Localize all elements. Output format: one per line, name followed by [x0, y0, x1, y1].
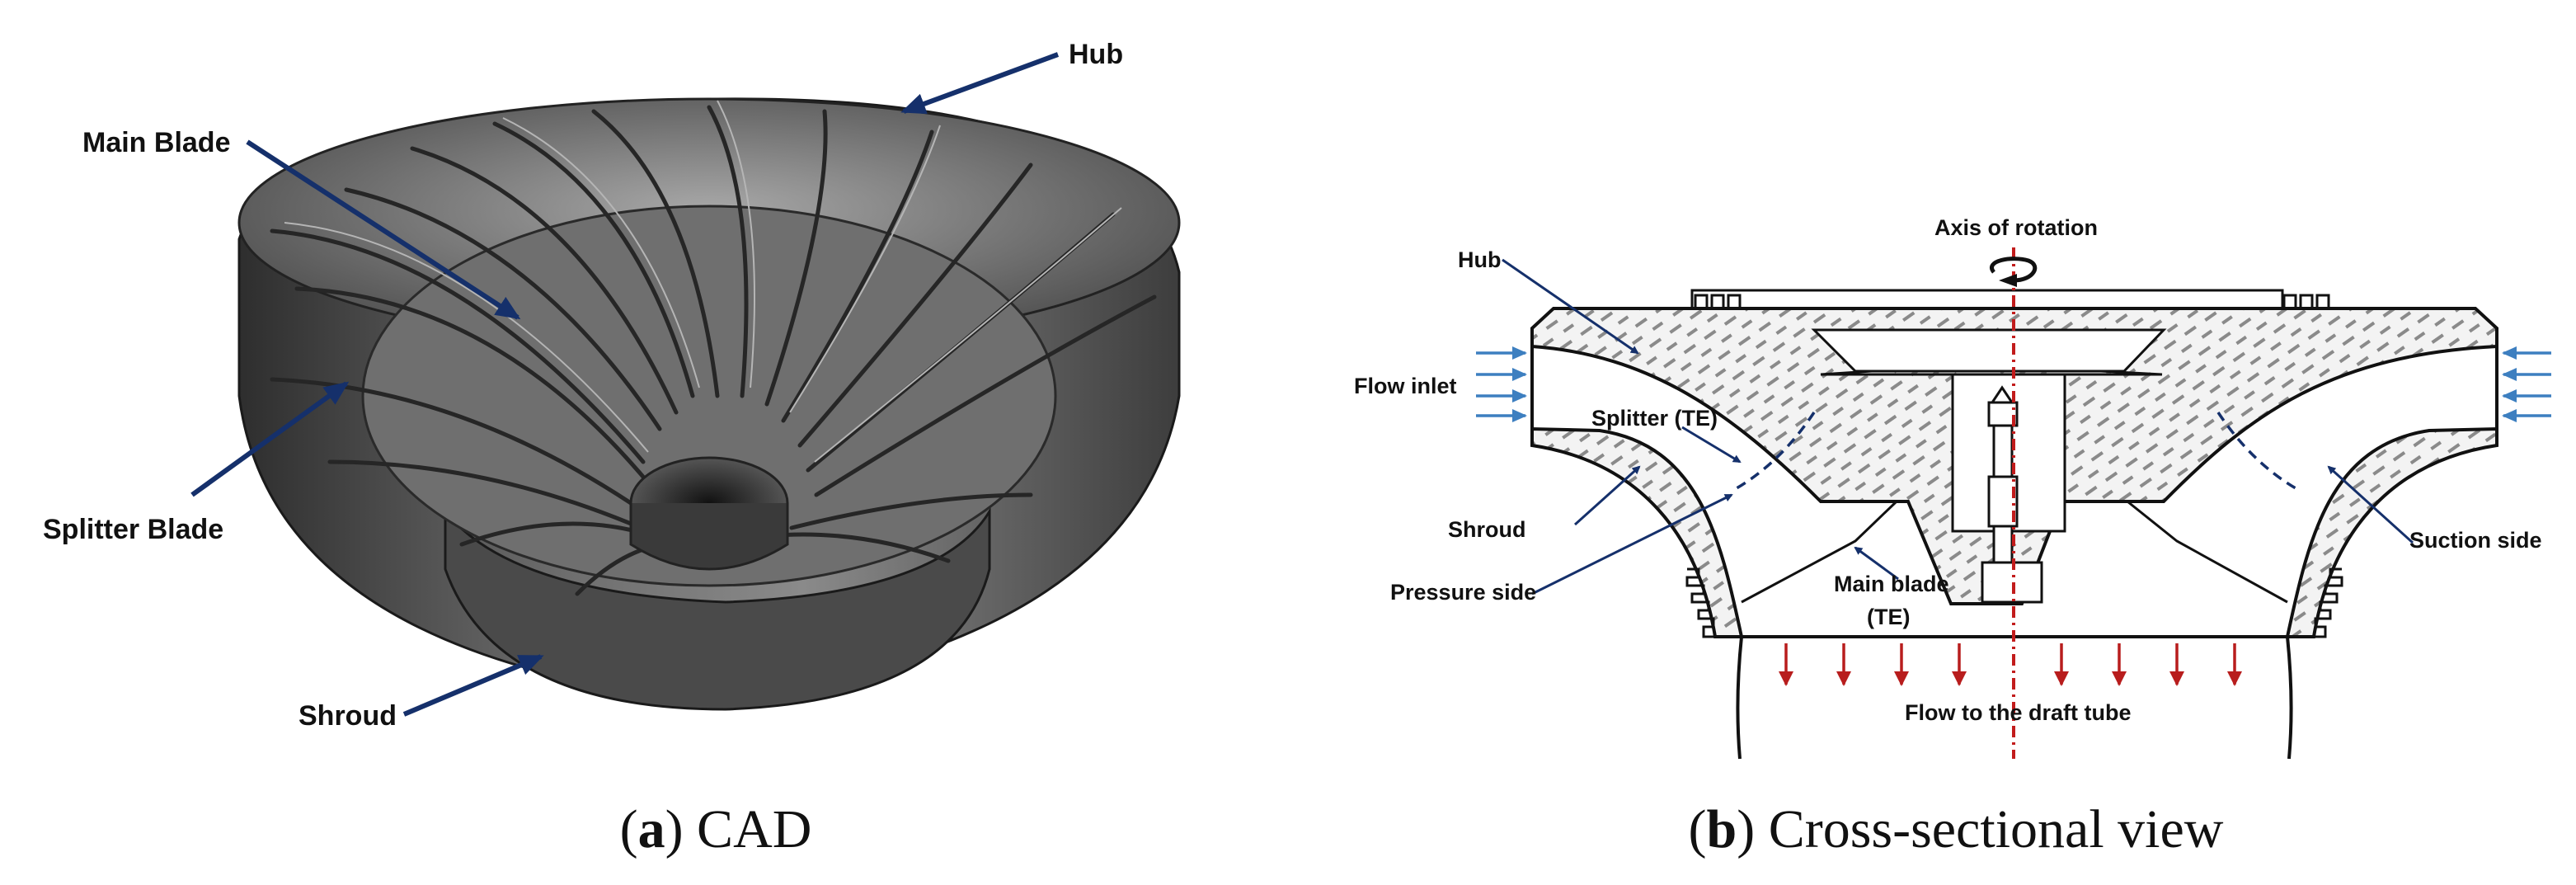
- label-main-blade-te: (TE): [1867, 605, 1910, 629]
- shroud-left: [1530, 426, 1744, 638]
- label-main-blade: Main Blade: [82, 127, 230, 158]
- leader-main-blade: [246, 139, 521, 320]
- leader-hub: [900, 52, 1060, 115]
- caption-a-text: CAD: [697, 799, 811, 859]
- leader-b-shroud: [1573, 465, 1641, 526]
- leader-b-splitter: [1681, 426, 1742, 464]
- main-blade-te-left: [1741, 500, 1898, 604]
- draft-tube-right-wall: [2286, 636, 2293, 760]
- leader-b-main-blade: [1854, 546, 1899, 581]
- label-b-hub: Hub: [1458, 247, 1501, 272]
- leader-b-pressure: [1531, 493, 1733, 595]
- label-flow-to-draft-tube: Flow to the draft tube: [1905, 700, 2131, 725]
- label-flow-inlet: Flow inlet: [1354, 374, 1457, 398]
- leader-shroud: [402, 654, 544, 717]
- caption-b-letter: b: [1707, 799, 1737, 859]
- splitter-te-left: [1736, 412, 1816, 490]
- label-shroud: Shroud: [298, 700, 397, 732]
- caption-a-letter: a: [638, 799, 665, 859]
- label-b-shroud: Shroud: [1448, 517, 1526, 542]
- hub-cavity: [1811, 328, 2167, 373]
- runner-cad-image: [237, 97, 1181, 711]
- label-suction-side: Suction side: [2409, 528, 2542, 553]
- rotation-arrow-icon: [1990, 257, 2038, 287]
- label-splitter-te: Splitter (TE): [1591, 406, 1718, 431]
- leader-splitter-blade: [190, 381, 350, 497]
- flow-outlet-arrows: [1779, 643, 2242, 686]
- cad-panel: Hub Main Blade Splitter Blade Shroud (a)…: [43, 39, 1181, 859]
- flow-inlet-arrows-left: [1476, 346, 1527, 422]
- label-hub: Hub: [1069, 39, 1123, 70]
- leader-b-suction: [2327, 465, 2414, 544]
- draft-tube-left-wall: [1736, 636, 1743, 760]
- caption-b-text: Cross-sectional view: [1769, 799, 2224, 859]
- main-blade-te-right: [2127, 500, 2288, 604]
- caption-b: (b) Cross-sectional view: [1689, 799, 2224, 859]
- hub-top-plate: [1690, 289, 2284, 310]
- label-axis-of-rotation: Axis of rotation: [1934, 215, 2098, 240]
- flow-inlet-arrows-right: [2502, 346, 2551, 422]
- splitter-te-right: [2216, 412, 2296, 490]
- label-pressure-side: Pressure side: [1390, 580, 1536, 605]
- label-main-blade: Main blade: [1834, 572, 1949, 596]
- caption-a: (a) CAD: [620, 799, 812, 859]
- leader-b-hub: [1502, 258, 1639, 355]
- label-splitter-blade: Splitter Blade: [43, 514, 223, 545]
- cross-section-panel: Axis of rotation Hub Flow inlet Splitter…: [1354, 215, 2551, 859]
